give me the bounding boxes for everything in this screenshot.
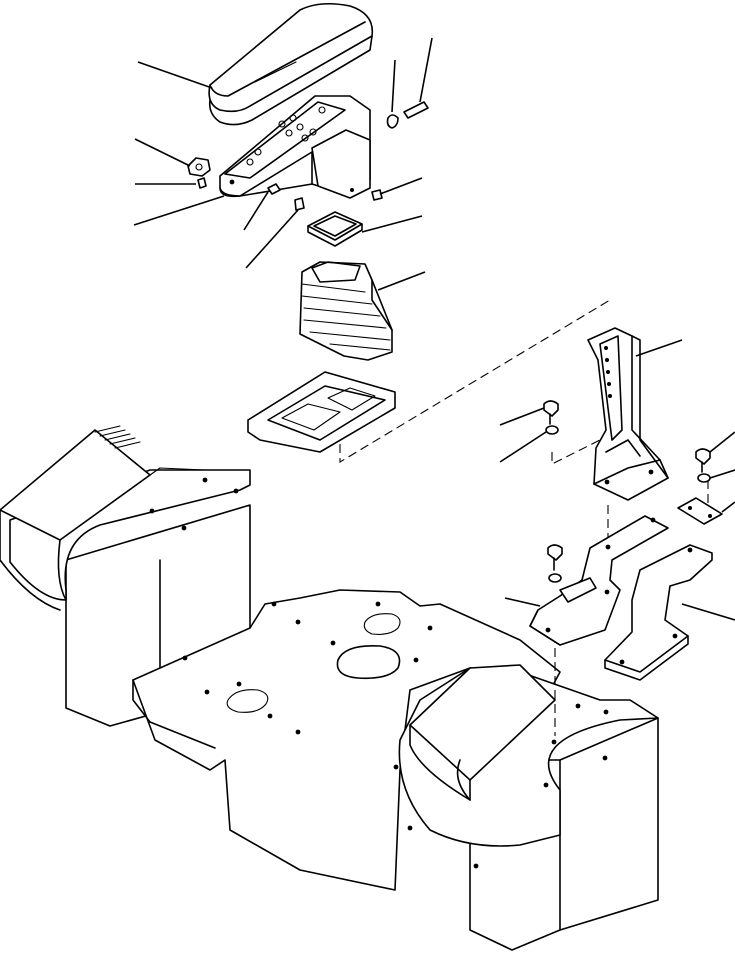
small-plate (677, 497, 723, 525)
left-console (0, 425, 251, 727)
floor-plate (132, 589, 561, 891)
armrest-pad (208, 2, 374, 126)
left-bracket (529, 515, 669, 646)
control-housing (219, 95, 371, 199)
base-plate (247, 371, 396, 453)
housing-fasteners (187, 101, 429, 211)
cover-plate (307, 211, 363, 247)
right-bracket (604, 544, 713, 681)
rubber-boot (299, 261, 393, 361)
leader-lines (133, 37, 735, 621)
mounting-post (587, 327, 669, 501)
bolts (543, 400, 711, 583)
right-console (398, 664, 659, 951)
